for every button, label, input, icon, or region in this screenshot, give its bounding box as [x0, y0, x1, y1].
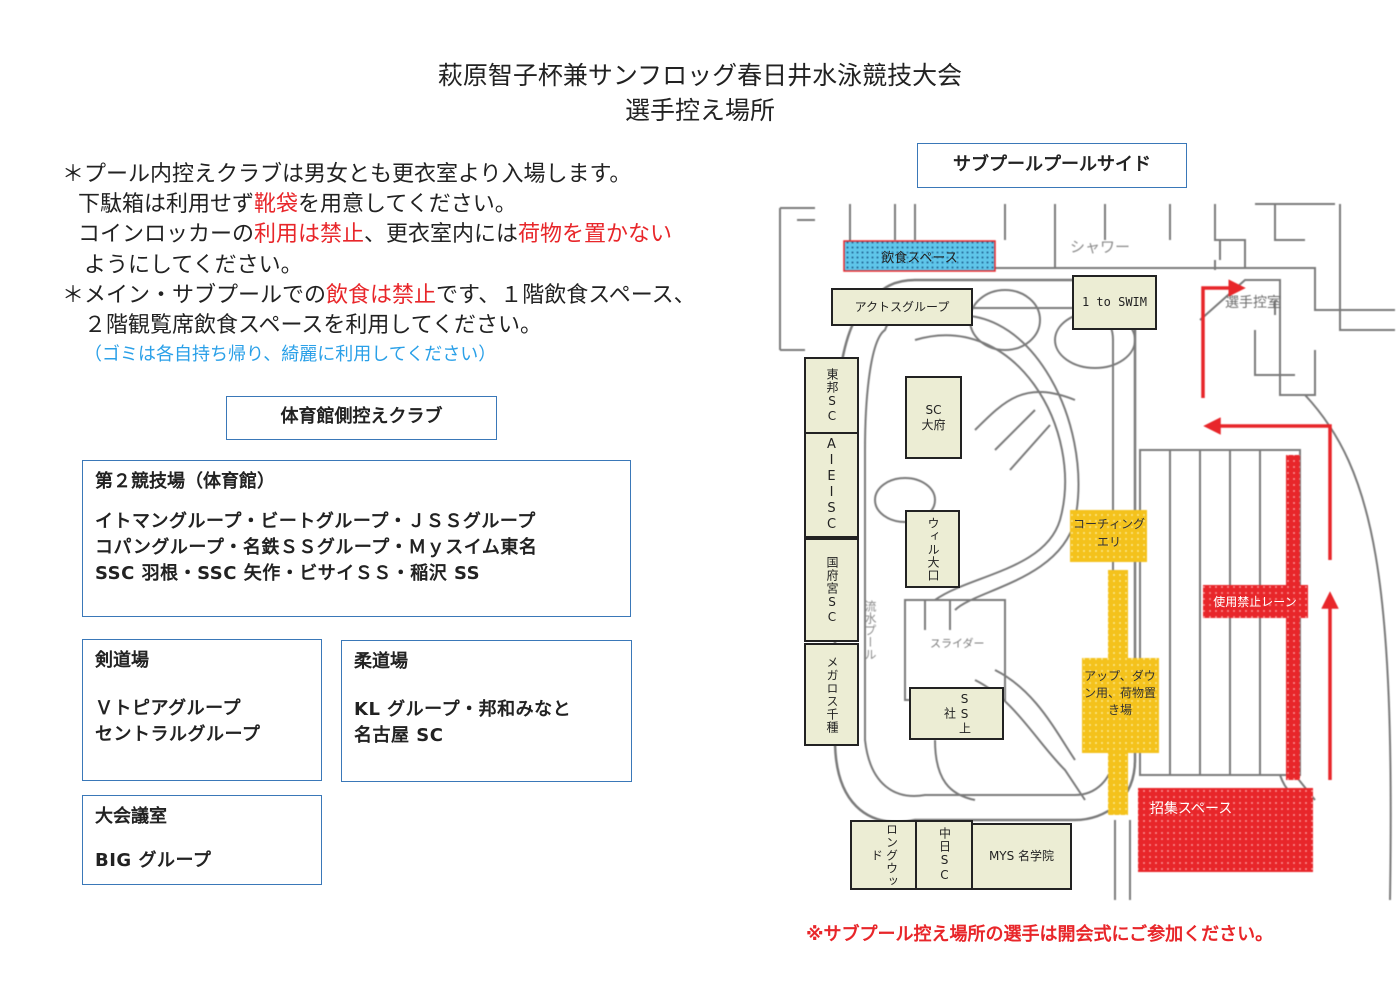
map-text-river-pool: 流水プール — [863, 600, 877, 660]
room-club-line: コパングループ・名鉄ＳＳグループ・Ｍｙスイム東名 — [95, 537, 538, 558]
label-toho-sc: 東邦SC — [804, 357, 859, 434]
floor-plan: シャワー 選手控室 スライダー 流水プール — [779, 203, 1395, 901]
arrow-return-top — [1203, 417, 1332, 560]
up-down-zone — [1082, 658, 1159, 753]
room-club-line: BIG グループ — [95, 850, 212, 871]
map-text-senshu: 選手控室 — [1225, 294, 1281, 311]
label-chunichi-sc: 中日SC — [915, 820, 973, 890]
label-call-space: 招集スペース — [1150, 801, 1233, 817]
label-aiei-sc: AIEISC — [804, 432, 859, 538]
room-title: 大会議室 — [95, 806, 167, 827]
label-obu-sc: SC 大府 — [905, 376, 962, 459]
gym-clubs-header: 体育館側控えクラブ — [226, 396, 497, 440]
room-kendo: 剣道場 Ｖトピアグループ セントラルグループ — [82, 639, 322, 781]
room-second-arena: 第２競技場（体育館） イトマングループ・ビートグループ・ＪＳＳグループ コパング… — [82, 460, 631, 617]
call-space-zone — [1138, 788, 1313, 872]
rule-line-5: ＊メイン・サブプールでの飲食は禁止です、１階飲食スペース、 — [62, 283, 696, 308]
rule-line-1: ＊プール内控えクラブは男女とも更衣室より入場します。 — [62, 162, 632, 187]
label-kokufu-sc: 国府宮SC — [804, 538, 859, 642]
room-conference: 大会議室 BIG グループ — [82, 795, 322, 885]
room-club-line: KL グループ・邦和みなと — [354, 699, 572, 720]
room-club-line: セントラルグループ — [95, 724, 261, 745]
arrow-to-senshu — [1201, 279, 1246, 398]
sub-pool-map: シャワー 選手控室 スライダー 流水プール 飲食スペース アクトスグループ 1 … — [775, 200, 1395, 901]
map-text-slider: スライダー — [930, 636, 985, 650]
rule-line-4: ようにしてください。 — [84, 253, 303, 278]
room-title: 剣道場 — [95, 650, 149, 671]
room-title: 柔道場 — [354, 651, 408, 672]
page-title: 萩原智子杯兼サンフロッグ春日井水泳競技大会 — [437, 61, 963, 90]
label-eating-space: 飲食スペース — [881, 250, 958, 266]
eating-space-zone — [843, 240, 996, 272]
room-title: 第２競技場（体育館） — [95, 471, 275, 492]
label-1toswim: 1 to SWIM — [1072, 275, 1157, 330]
map-text-shower: シャワー — [1070, 238, 1130, 256]
rule-line-3: コインロッカーの利用は禁止、更衣室内には荷物を置かない — [78, 222, 673, 247]
page-subtitle: 選手控え場所 — [624, 96, 775, 125]
room-club-line: 名古屋 SC — [354, 725, 444, 746]
label-up-down: アップ、ダウン用、荷物置き場 — [1084, 669, 1157, 717]
room-club-line: SSC 羽根・SSC 矢作・ビサイＳＳ・稲沢 SS — [95, 563, 481, 584]
sub-pool-header: サブプールプールサイド — [917, 143, 1187, 188]
banned-lane-zone — [1203, 585, 1308, 618]
label-longwood: ロングウッド — [850, 820, 917, 890]
rule-line-7: （ゴミは各自持ち帰り、綺麗に利用してください） — [84, 344, 497, 365]
label-mys: MYS 名学院 — [971, 823, 1072, 890]
room-club-line: イトマングループ・ビートグループ・ＪＳＳグループ — [95, 511, 536, 532]
rule-line-6: ２階観覧席飲食スペースを利用してください。 — [84, 313, 543, 338]
room-club-line: Ｖトピアグループ — [95, 698, 242, 719]
label-megalos: メガロス千種 — [804, 643, 859, 746]
coaching-area-zone — [1070, 510, 1147, 562]
opening-ceremony-notice: ※サブプール控え場所の選手は開会式にご参加ください。 — [806, 924, 1274, 945]
label-coaching-area: コーチィングエリ — [1073, 517, 1146, 549]
label-kamiyashiro: SS上社 — [909, 687, 1004, 740]
room-judo: 柔道場 KL グループ・邦和みなと 名古屋 SC — [341, 640, 632, 782]
label-will-oguchi: ウィル大口 — [905, 510, 960, 588]
label-acts-group: アクトスグループ — [831, 288, 973, 326]
rule-line-2: 下駄箱は利用せず靴袋を用意してください。 — [78, 192, 517, 217]
label-banned-lane: 使用禁止レーン — [1213, 595, 1297, 609]
